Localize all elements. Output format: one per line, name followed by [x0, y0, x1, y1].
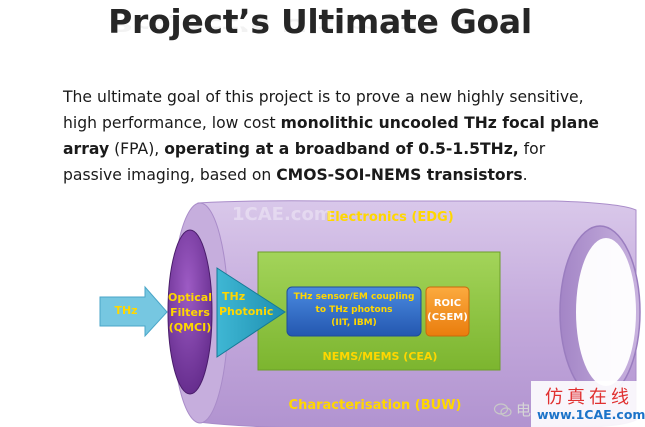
optical-filters-line-1: Optical: [168, 291, 212, 304]
watermark-url: www.1CAE.com: [537, 407, 645, 422]
photonic-line-2: Photonic: [219, 305, 274, 318]
watermark-left-text: 电: [516, 401, 532, 419]
photonic-label: THz Photonic: [219, 289, 274, 319]
sensor-label: THz sensor/EM coupling to THz photons (I…: [287, 291, 421, 330]
sensor-line-1: THz sensor/EM coupling: [293, 292, 415, 302]
goal-bold-cmos: CMOS-SOI-NEMS transistors: [276, 166, 523, 184]
thz-input-label: THz: [114, 304, 138, 317]
goal-text-1: The ultimate goal of this project is to …: [63, 88, 584, 132]
goal-text-2: (FPA),: [109, 140, 165, 158]
title-area: Project’s Ultimate Goal Project’s Ultima…: [0, 0, 640, 64]
watermark-logo-text: 仿真在线: [545, 387, 633, 408]
goal-bold-band: operating at a broadband of 0.5-1.5THz,: [164, 140, 519, 158]
sensor-box: [286, 286, 422, 337]
photonic-line-1: THz: [222, 290, 246, 303]
watermark-ghost-text: 1CAE.com: [232, 204, 333, 225]
optical-filters-line-3: (QMCI): [168, 321, 212, 334]
roic-line-1: ROIC: [433, 298, 462, 309]
optical-filters-label: Optical Filters (QMCI): [168, 290, 212, 335]
electronics-label: Electronics (EDG): [326, 210, 454, 225]
optical-filters-line-2: Filters: [170, 306, 210, 319]
watermark-badge: 仿真在线 www.1CAE.com: [531, 381, 645, 427]
wechat-icon: [493, 403, 512, 417]
slide-title: Project’s Ultimate Goal: [108, 2, 532, 41]
nems-label: NEMS/MEMS (CEA): [322, 350, 438, 363]
sensor-line-3: (IIT, IBM): [331, 318, 377, 328]
qmci-ellipse: [167, 229, 213, 395]
roic-label: ROIC (CSEM): [426, 297, 469, 325]
roic-box: [425, 286, 470, 337]
thz-input-arrow: [99, 285, 168, 338]
goal-bold-fpa: monolithic uncooled THz focal plane arra…: [63, 114, 600, 158]
goal-paragraph: The ultimate goal of this project is to …: [63, 84, 603, 188]
sensor-line-2: to THz photons: [315, 305, 393, 315]
characterisation-label: Characterisation (BUW): [288, 398, 462, 413]
roic-line-2: (CSEM): [427, 312, 468, 323]
goal-text-3: for passive imaging, based on: [63, 140, 546, 184]
goal-text-4: .: [522, 166, 528, 184]
photonic-triangle: [216, 267, 286, 358]
